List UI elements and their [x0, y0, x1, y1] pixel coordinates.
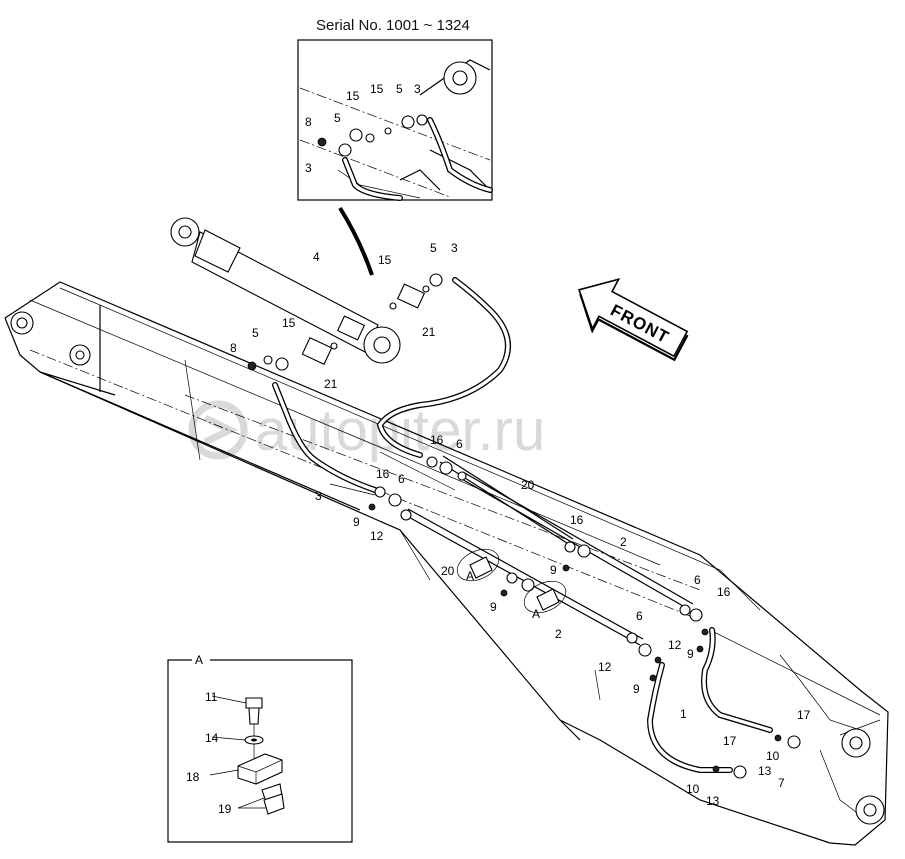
- hose-group: [272, 277, 773, 773]
- detail-label: 14: [205, 731, 219, 745]
- watermark: autopiter.ru: [188, 398, 545, 463]
- part-label: 20: [441, 564, 455, 578]
- part-label: 9: [353, 515, 360, 529]
- part-label: 6: [636, 609, 643, 623]
- part-label: 4: [313, 250, 320, 264]
- part-label: 15: [282, 316, 296, 330]
- main-label-group: 4 5 3 15 21 5 15 8 21 16 6 3 16 6 9 12 2…: [230, 241, 811, 808]
- detail-label: 19: [218, 802, 232, 816]
- part-label: 13: [758, 764, 772, 778]
- part-label: 12: [668, 638, 682, 652]
- part-label: 6: [694, 573, 701, 587]
- part-label: 16: [717, 585, 731, 599]
- fitting-group: [368, 456, 801, 779]
- inset-label: 3: [414, 82, 421, 96]
- detail-label: 11: [205, 690, 218, 704]
- part-label: 16: [430, 433, 444, 447]
- detail-label: 18: [186, 770, 200, 784]
- part-label: 6: [398, 472, 405, 486]
- part-label: 7: [778, 776, 785, 790]
- part-label: 8: [230, 341, 237, 355]
- part-label: 3: [451, 241, 458, 255]
- part-label: A: [466, 569, 474, 583]
- inset-label-group: 15 5 3 8 5 15 3: [305, 82, 421, 175]
- inset-label: 8: [305, 115, 312, 129]
- part-label: 21: [422, 325, 436, 339]
- part-label: 20: [521, 478, 535, 492]
- serial-number-label: Serial No. 1001 ~ 1324: [316, 17, 470, 34]
- part-label: 17: [797, 708, 811, 722]
- detail-box-a: A 11 14 18 19: [167, 652, 353, 843]
- part-label: 16: [570, 513, 584, 527]
- part-label: 12: [598, 660, 612, 674]
- boom-structure: [4, 281, 889, 846]
- part-label: 13: [706, 794, 720, 808]
- part-label: 12: [370, 529, 384, 543]
- part-label: 9: [633, 682, 640, 696]
- inset-detail: 15 5 3 8 5 15 3: [297, 39, 493, 201]
- pipe-group: [329, 451, 694, 646]
- watermark-logo-icon: [188, 400, 248, 460]
- part-label: 21: [324, 377, 338, 391]
- inset-label: 3: [305, 161, 312, 175]
- part-label: 6: [456, 437, 463, 451]
- part-label: 5: [252, 326, 259, 340]
- part-label: 2: [620, 535, 627, 549]
- part-label: 17: [723, 734, 737, 748]
- part-label: A: [532, 607, 540, 621]
- part-label: 10: [686, 782, 700, 796]
- detail-box-title: A: [195, 653, 203, 667]
- part-label: 9: [550, 563, 557, 577]
- inset-label: 15: [346, 89, 360, 103]
- hydraulic-cylinder: [170, 217, 426, 365]
- part-label: 9: [490, 600, 497, 614]
- inset-label: 15: [370, 82, 384, 96]
- front-arrow-icon: FRONT: [577, 277, 689, 362]
- inset-label: 5: [334, 111, 341, 125]
- part-label: 1: [680, 707, 687, 721]
- part-label: 16: [376, 467, 390, 481]
- part-label: 5: [430, 241, 437, 255]
- part-label: 10: [766, 749, 780, 763]
- part-label: 9: [687, 647, 694, 661]
- part-label: 2: [555, 627, 562, 641]
- part-label: 15: [378, 253, 392, 267]
- part-label: 3: [315, 489, 322, 503]
- inset-label: 5: [396, 82, 403, 96]
